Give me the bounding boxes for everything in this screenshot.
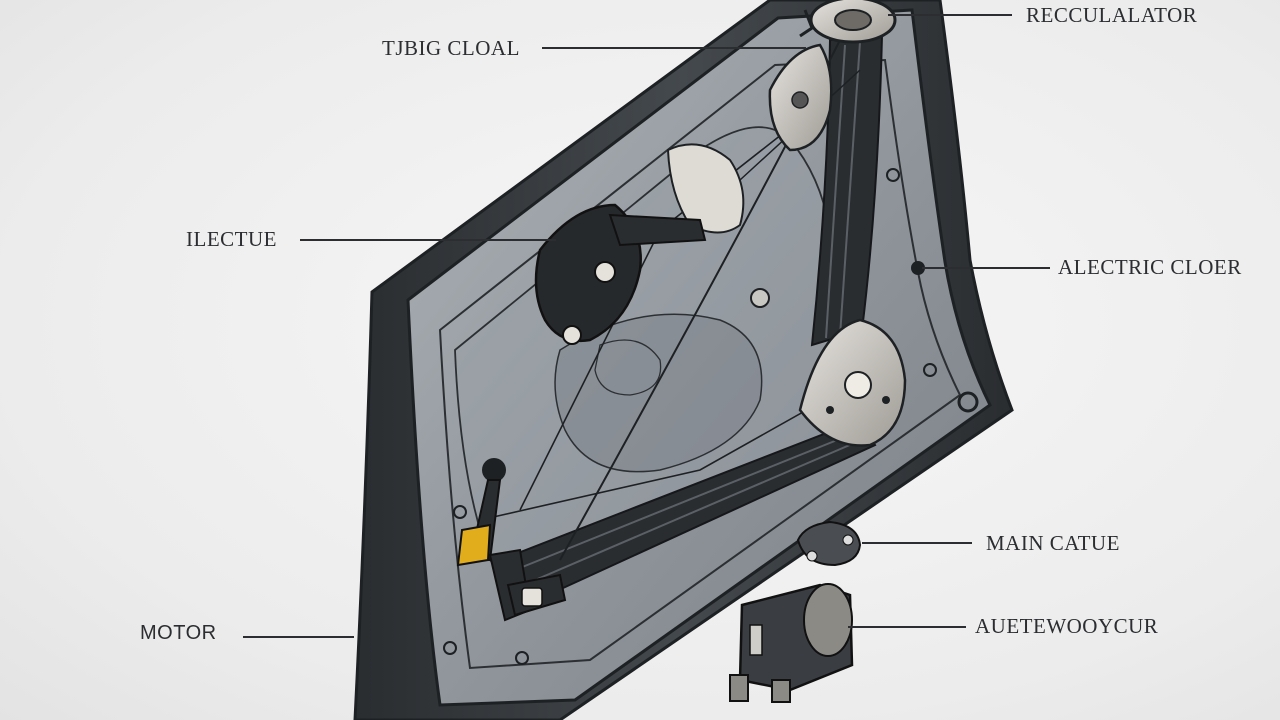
label-tbig-cloal: TJBIG CLOAL xyxy=(382,36,520,60)
detached-motor xyxy=(729,583,854,703)
electue-bracket xyxy=(534,203,707,345)
fastener-4 xyxy=(923,363,937,377)
fastener-5 xyxy=(750,288,770,308)
top-pulley xyxy=(799,0,897,44)
main-catue-part xyxy=(796,520,862,567)
clip-part xyxy=(666,143,745,234)
fastener-1 xyxy=(886,168,900,182)
lower-carrier-plate xyxy=(798,318,907,447)
fastener-7 xyxy=(515,651,529,665)
panel-recess xyxy=(554,313,763,473)
label-alectric-cloer: ALECTRIC CLOER xyxy=(1058,255,1242,279)
panel-recess-2 xyxy=(594,339,662,396)
label-autewooycur: AUETEWOOYCUR xyxy=(975,614,1159,638)
fastener-6 xyxy=(453,505,467,519)
fastener-3 xyxy=(957,391,979,413)
label-electue: ILECTUE xyxy=(186,227,277,251)
label-main-catue: MAIN CATUE xyxy=(986,531,1120,555)
panel-contour-1 xyxy=(438,58,962,670)
label-motor: MOTOR xyxy=(140,622,217,644)
label-reculator: RECCULALATOR xyxy=(1026,3,1198,27)
upper-bracket xyxy=(768,43,833,152)
fastener-8 xyxy=(443,641,457,655)
motor-unit xyxy=(456,458,567,622)
fastener-2 xyxy=(911,261,925,275)
